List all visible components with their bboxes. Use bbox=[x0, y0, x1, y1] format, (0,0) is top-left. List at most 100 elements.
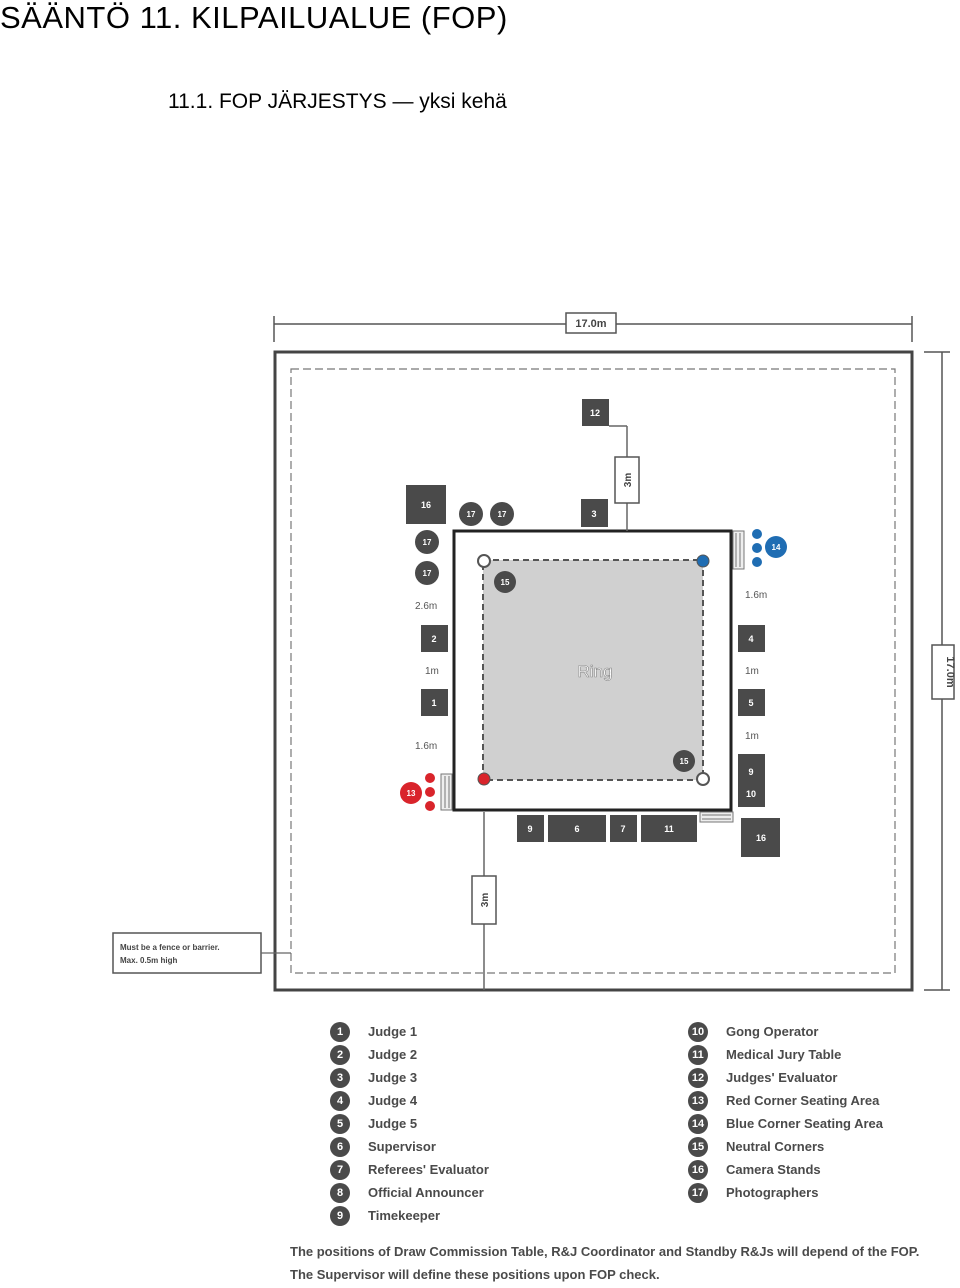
marker-4-judge-4: 4 bbox=[738, 625, 765, 652]
svg-text:12: 12 bbox=[590, 408, 600, 418]
svg-text:17: 17 bbox=[423, 569, 432, 578]
svg-text:3: 3 bbox=[591, 509, 596, 519]
bottom-gap-marker: 3m bbox=[471, 812, 497, 990]
marker-14-blue-corner-seating: 14 bbox=[752, 529, 787, 567]
legend-item: 1 Judge 1 bbox=[330, 1022, 590, 1042]
fence-line bbox=[290, 368, 896, 974]
legend-label: Judge 1 bbox=[368, 1024, 418, 1039]
red-corner-post bbox=[477, 772, 491, 786]
legend-item: 14 Blue Corner Seating Area bbox=[688, 1114, 948, 1134]
svg-text:7: 7 bbox=[620, 824, 625, 834]
legend-label: Red Corner Seating Area bbox=[726, 1093, 880, 1108]
svg-text:17: 17 bbox=[498, 510, 507, 519]
svg-text:13: 13 bbox=[407, 789, 416, 798]
ring-stairs-bottom bbox=[699, 811, 734, 823]
legend-label: Camera Stands bbox=[726, 1162, 821, 1177]
legend-item: 2 Judge 2 bbox=[330, 1045, 590, 1065]
svg-text:9: 9 bbox=[527, 824, 532, 834]
legend-item: 6 Supervisor bbox=[330, 1137, 590, 1157]
section-subtitle: 11.1. FOP JÄRJESTYS — yksi kehä bbox=[168, 90, 507, 113]
ring-canvas bbox=[482, 559, 704, 781]
marker-13-red-corner-seating: 13 bbox=[400, 773, 435, 811]
neutral-corner-post-top-left bbox=[477, 554, 491, 568]
legend-item: 16 Camera Stands bbox=[688, 1160, 948, 1180]
marker-17-photographers: 17 17 17 17 bbox=[415, 502, 514, 585]
width-dimension: 17.0m bbox=[273, 312, 913, 342]
svg-text:1: 1 bbox=[431, 698, 436, 708]
legend-label: Judge 2 bbox=[368, 1047, 418, 1062]
blue-corner-post bbox=[696, 554, 710, 568]
width-label: 17.0m bbox=[575, 318, 606, 330]
svg-text:17: 17 bbox=[467, 510, 476, 519]
legend-number: 2 bbox=[330, 1045, 350, 1065]
ring-label: Ring bbox=[578, 662, 613, 681]
footnote-line2: The Supervisor will define these positio… bbox=[290, 1267, 660, 1282]
legend-item: 12 Judges' Evaluator bbox=[688, 1068, 948, 1088]
dist-left-mid: 1m bbox=[425, 666, 439, 677]
svg-text:11: 11 bbox=[664, 824, 674, 834]
top-gap-label: 3m bbox=[623, 473, 634, 488]
fence-note-line1: Must be a fence or barrier. bbox=[120, 943, 220, 952]
svg-text:14: 14 bbox=[772, 543, 781, 552]
ring-stairs-blue bbox=[732, 530, 745, 570]
dist-right-mid: 1m bbox=[745, 666, 759, 677]
marker-1-judge-1: 1 bbox=[421, 689, 448, 716]
footnote-line1: The positions of Draw Commission Table, … bbox=[290, 1244, 920, 1259]
svg-text:2: 2 bbox=[431, 634, 436, 644]
marker-16-camera-stand-bottom: 16 bbox=[741, 818, 780, 857]
height-label: 17.0m bbox=[944, 656, 956, 687]
marker-3-judge-3: 3 bbox=[581, 499, 608, 527]
legend-number: 16 bbox=[688, 1160, 708, 1180]
ring-stairs-red bbox=[440, 773, 453, 811]
marker-bottom-tables: 9 6 7 11 bbox=[517, 815, 697, 842]
legend-label: Supervisor bbox=[368, 1139, 436, 1154]
marker-16-camera-stand-top: 16 bbox=[406, 485, 446, 524]
legend-item: 4 Judge 4 bbox=[330, 1091, 590, 1111]
svg-text:17: 17 bbox=[423, 538, 432, 547]
marker-12-judges-evaluator: 12 bbox=[582, 399, 609, 426]
legend-number: 4 bbox=[330, 1091, 350, 1111]
dist-left-bot: 1.6m bbox=[415, 741, 437, 752]
svg-text:16: 16 bbox=[421, 500, 431, 510]
height-dimension: 17.0m bbox=[924, 351, 956, 991]
page-title: SÄÄNTÖ 11. KILPAILUALUE (FOP) bbox=[0, 0, 508, 35]
legend-label: Gong Operator bbox=[726, 1024, 819, 1039]
marker-15-neutral-corners: 15 15 bbox=[494, 571, 695, 772]
marker-9-10-timekeeper-gong: 9 10 bbox=[738, 754, 765, 807]
legend-number: 12 bbox=[688, 1068, 708, 1088]
legend-number: 14 bbox=[688, 1114, 708, 1134]
top-gap-marker: 3m bbox=[609, 425, 640, 531]
legend-number: 6 bbox=[330, 1137, 350, 1157]
svg-text:4: 4 bbox=[748, 634, 753, 644]
neutral-corner-post-bottom-right bbox=[696, 772, 710, 786]
fop-boundary bbox=[273, 350, 914, 992]
legend-number: 5 bbox=[330, 1114, 350, 1134]
dist-left-top: 2.6m bbox=[415, 601, 437, 612]
marker-2-judge-2: 2 bbox=[421, 625, 448, 652]
dist-right-bot: 1m bbox=[745, 731, 759, 742]
legend-label: Blue Corner Seating Area bbox=[726, 1116, 884, 1131]
svg-text:16: 16 bbox=[756, 833, 766, 843]
svg-text:9: 9 bbox=[748, 767, 753, 777]
legend-label: Judges' Evaluator bbox=[726, 1070, 838, 1085]
svg-text:15: 15 bbox=[501, 578, 510, 587]
legend-number: 3 bbox=[330, 1068, 350, 1088]
dist-right-top: 1.6m bbox=[745, 590, 767, 601]
legend-number: 7 bbox=[330, 1160, 350, 1180]
svg-text:6: 6 bbox=[574, 824, 579, 834]
legend-number: 1 bbox=[330, 1022, 350, 1042]
legend-label: Official Announcer bbox=[368, 1185, 484, 1200]
legend-label: Judge 4 bbox=[368, 1093, 418, 1108]
marker-5-judge-5: 5 bbox=[738, 689, 765, 716]
fence-note-line2: Max. 0.5m high bbox=[120, 956, 177, 965]
